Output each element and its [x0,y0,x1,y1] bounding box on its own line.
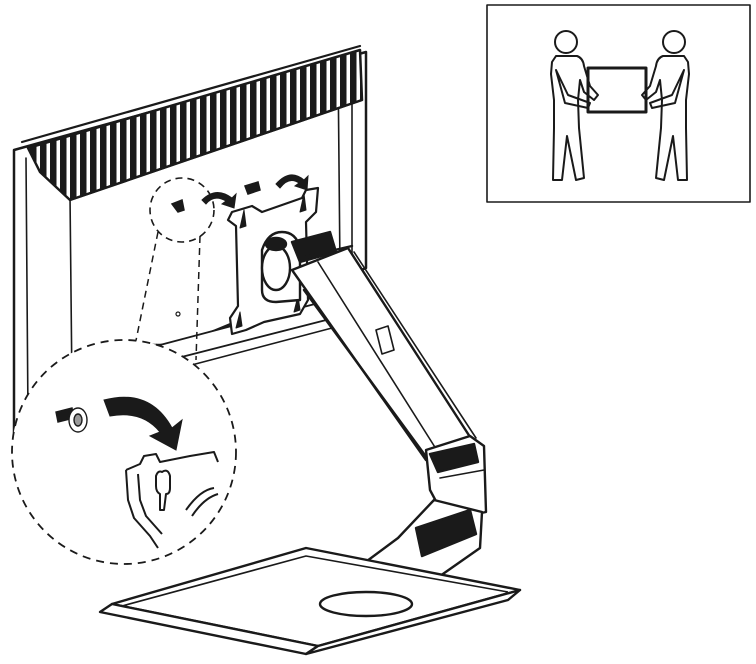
monitor-arm [260,230,488,616]
two-person-lift-icon [486,4,751,203]
right-person [641,30,690,181]
inset-frame [486,4,751,203]
monitor [12,44,368,434]
carried-panel [586,66,648,114]
screw-hook-detail-callout [11,177,237,565]
screw-icon [170,181,261,213]
detail-arrow-icon [103,396,183,451]
left-person [550,30,599,181]
detail-hook-plate [125,451,219,549]
detail-source-circle [149,177,215,243]
monitor-base [98,546,522,656]
detail-screw-icon [55,407,88,433]
detail-magnified-circle [11,339,237,565]
